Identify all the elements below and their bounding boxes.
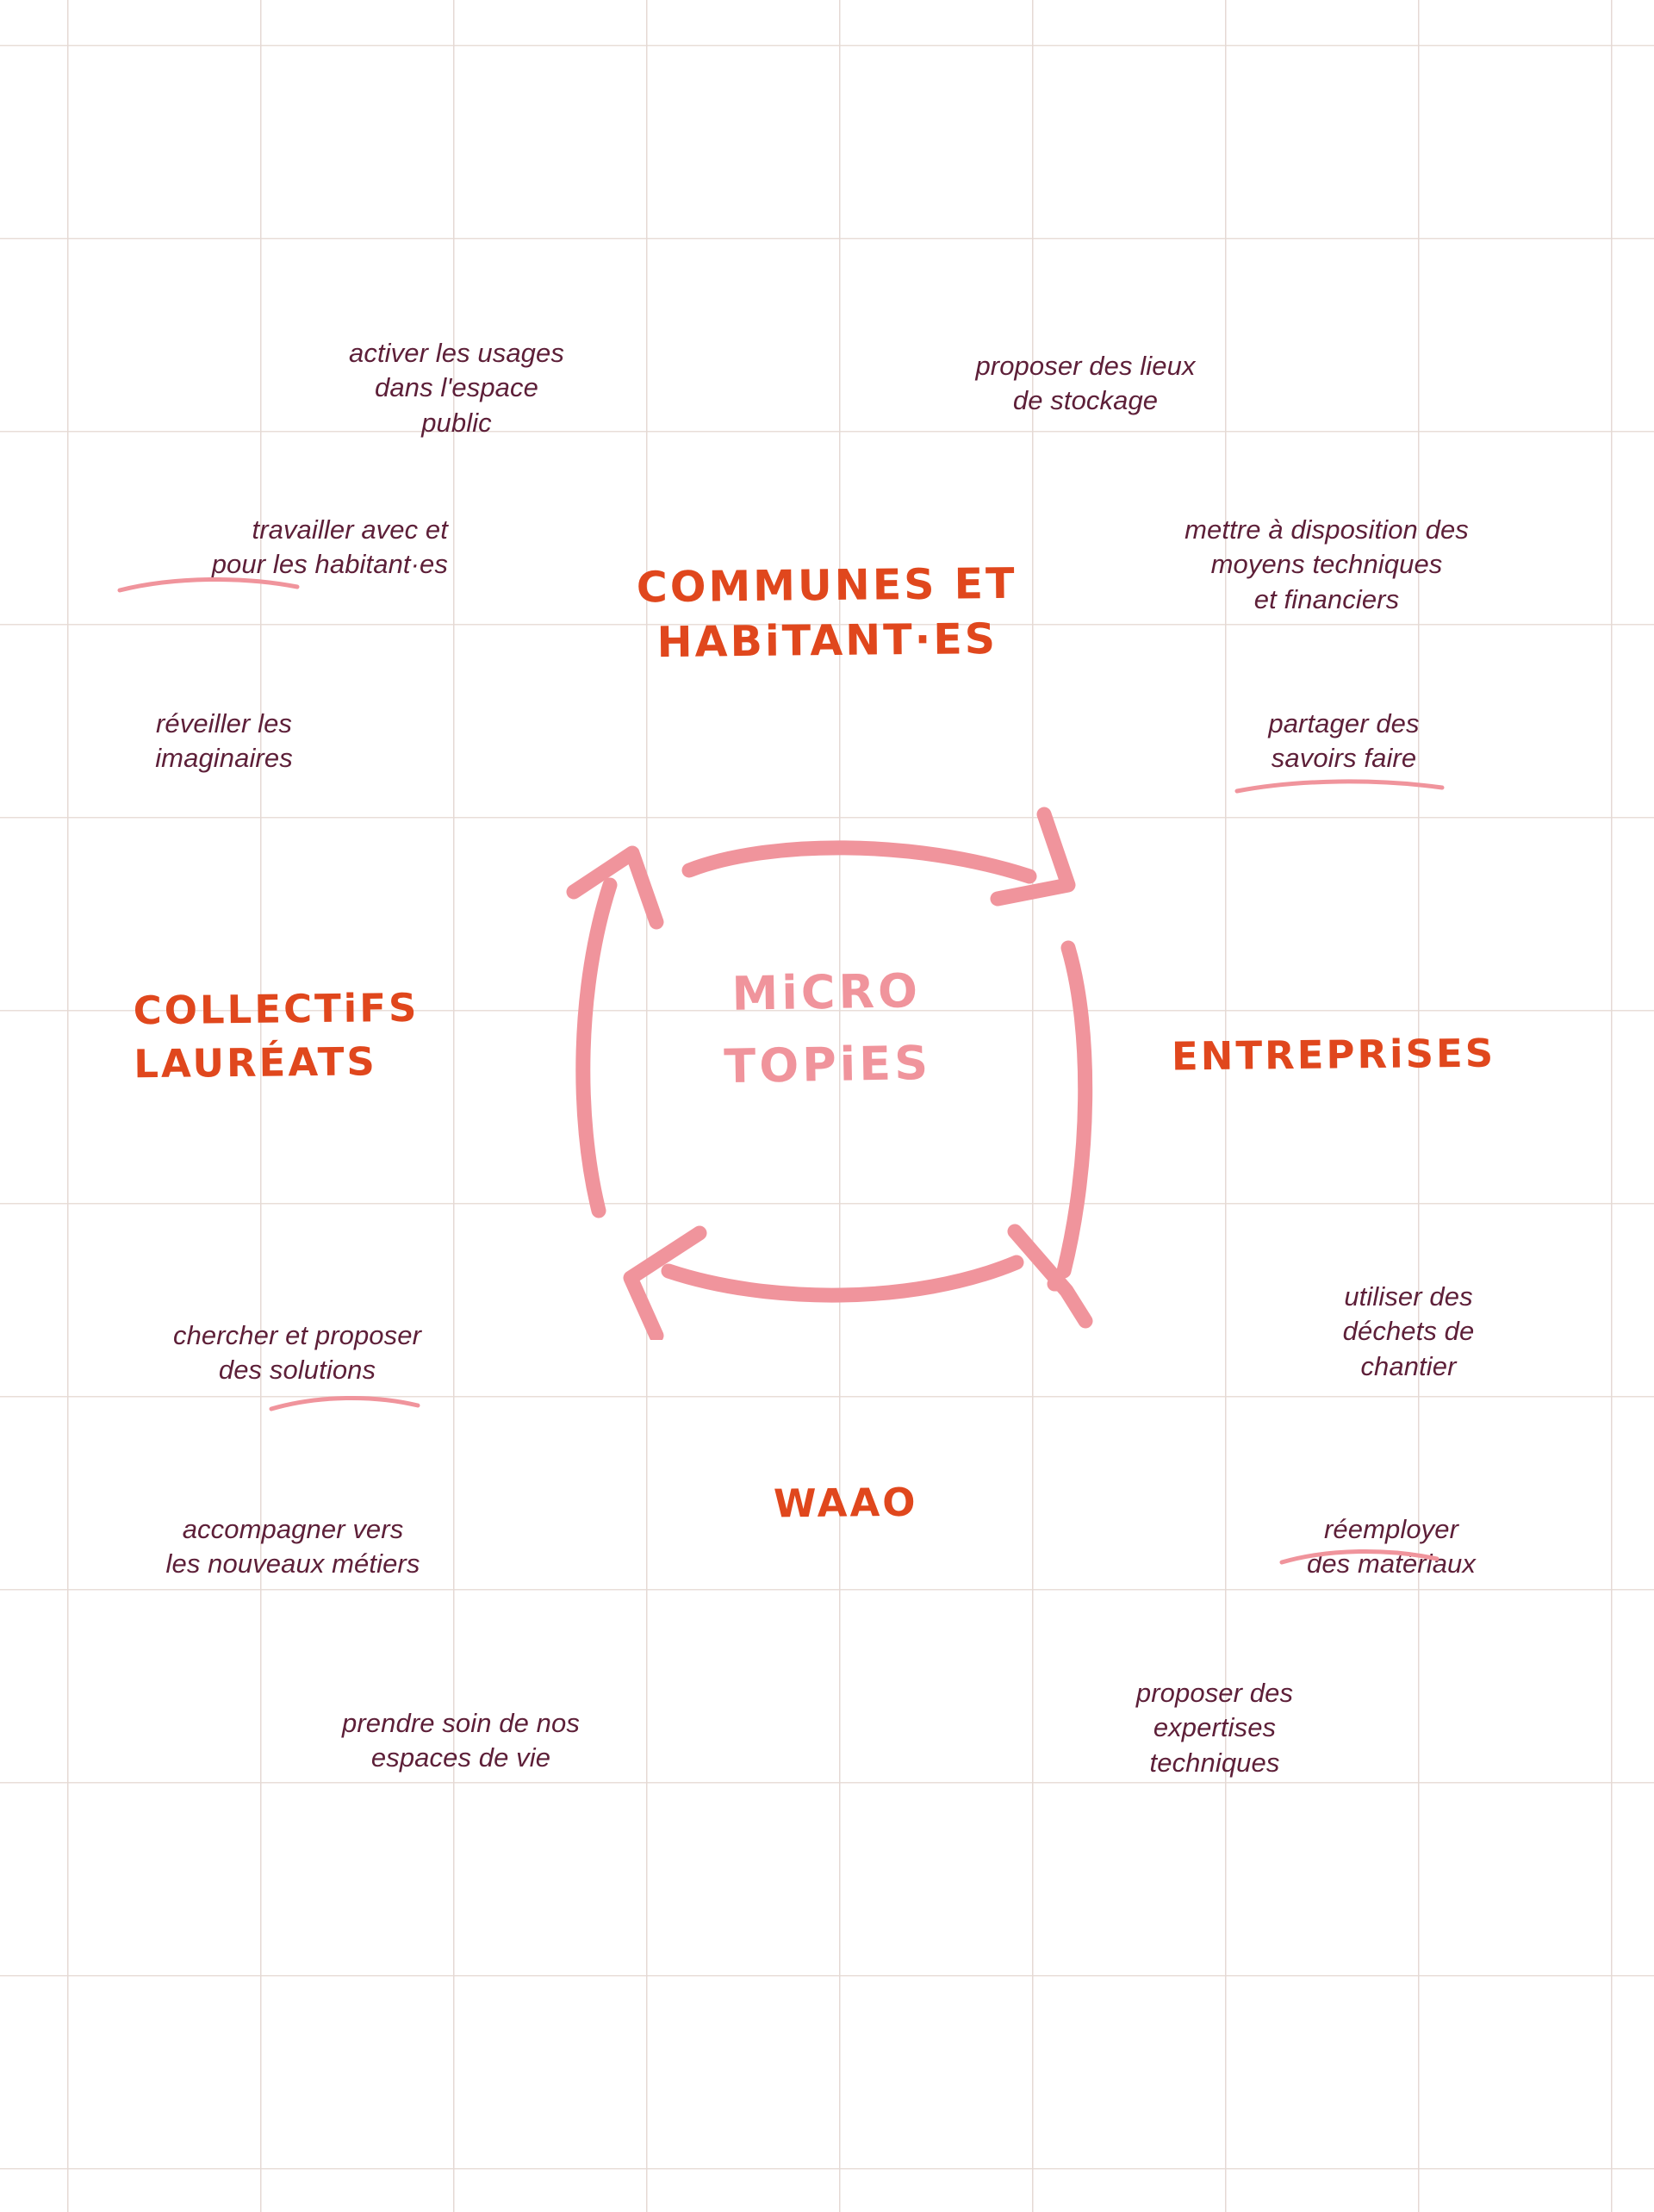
actor-heading-communes-et-habitantes: COMMUNES ET HABiTANT·ES [636,558,1017,667]
right-arrow-icon [1007,940,1093,1329]
note-reveiller-les-imaginaires: réveiller les imaginaires [155,708,293,774]
note-proposer-des-lieux-de-stockage: proposer des lieux de stockage [975,351,1196,416]
left-arrow-icon [566,845,664,1218]
note-chercher-et-proposer-des-solutions: chercher et proposer des solutions [172,1320,422,1386]
note-accompagner-vers-les-nouveaux-metiers: accompagner vers les nouveaux métiers [165,1514,420,1580]
center-label-micro-topies: MiCRO TOPiES [723,963,932,1094]
note-travailler-avec-et-pour-les-habitantes: travailler avec et pour les habitant·es [211,514,448,580]
cycle-arrows-diagram [566,807,1093,1340]
top-arrow-icon [681,807,1076,907]
note-activer-les-usages: activer les usages dans l'espace public [349,338,564,438]
note-utiliser-des-dechets-de-chantier: utiliser des déchets de chantier [1342,1281,1475,1381]
actor-heading-collectifs-laureats: COLLECTiFS LAURÉATS [133,984,420,1087]
actor-heading-entreprises: ENTREPRiSES [1171,1030,1496,1080]
note-prendre-soin-de-nos-espaces-de-vie: prendre soin de nos espaces de vie [342,1708,580,1773]
note-proposer-des-expertises-techniques: proposer des expertises techniques [1135,1678,1294,1778]
note-mettre-a-disposition-moyens: mettre à disposition des moyens techniqu… [1185,514,1469,614]
bottom-arrow-icon [623,1225,1024,1340]
actor-heading-waao: WAAO [773,1479,918,1527]
note-partager-des-savoirs-faire: partager des savoirs faire [1268,708,1420,774]
note-reemployer-des-materiaux: réemployer des matériaux [1306,1514,1476,1580]
